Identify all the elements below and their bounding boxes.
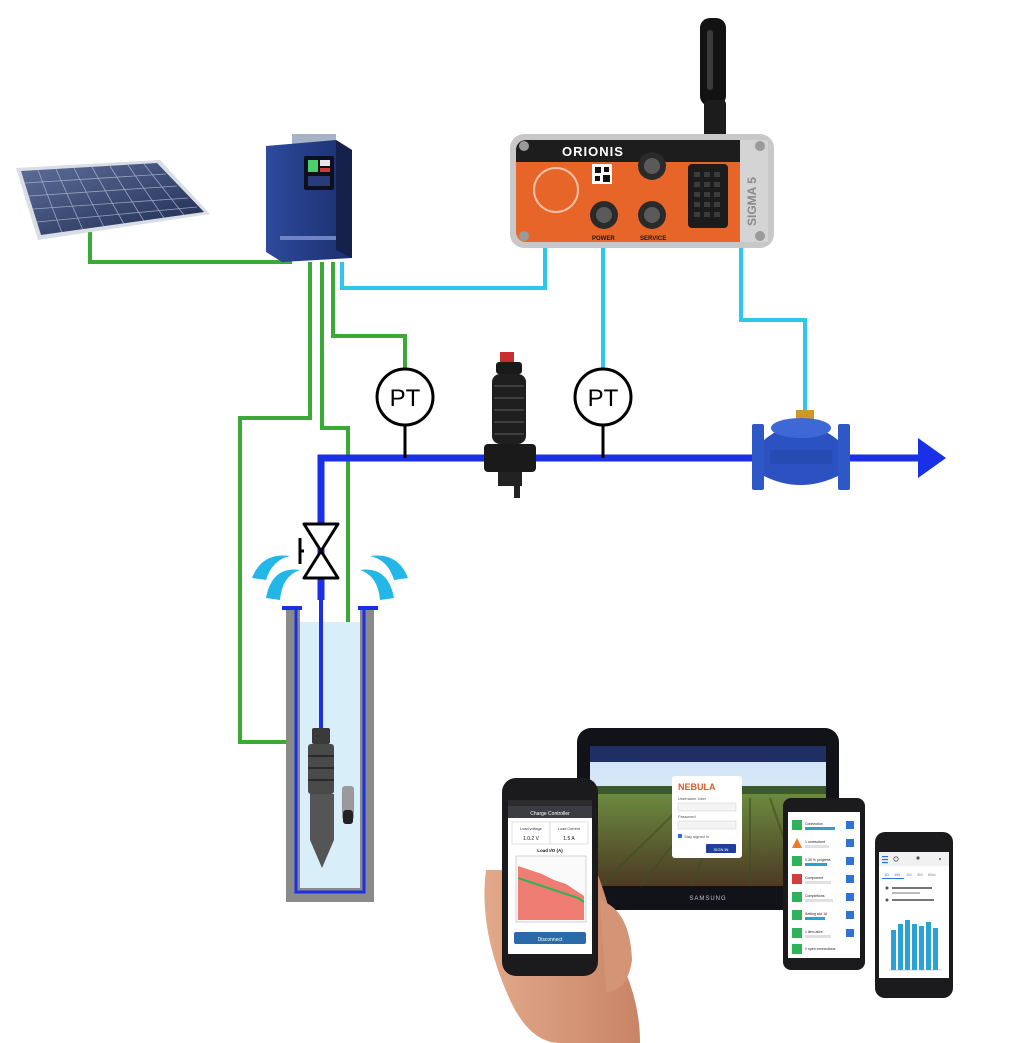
range-tabs: 1D 1W 1M 3M 6Mo — [882, 872, 937, 879]
status-list: Connection 1 unresolved 0.39 % progress … — [792, 820, 854, 954]
list-item-title: 0 open connections — [805, 947, 836, 951]
solar-power-wire — [88, 232, 292, 264]
list-item-title: 1 item alive — [805, 930, 823, 934]
login-title: NEBULA — [678, 782, 716, 792]
tab-3m[interactable]: 3M — [917, 872, 923, 877]
controller-logo — [533, 167, 579, 213]
list-item-title: Component — [805, 876, 823, 880]
list-item[interactable]: Connection — [792, 820, 854, 830]
load-voltage-value: 1.0.2 V — [523, 836, 540, 842]
list-item[interactable]: Component — [792, 874, 854, 884]
load-chart-title: Load I/O (A) — [537, 848, 563, 853]
remember-checkbox[interactable] — [678, 834, 682, 838]
controller-valve-cable — [739, 248, 807, 412]
remember-label: Stay signed in — [684, 834, 709, 839]
list-item-title: Setting slot 16 — [805, 912, 827, 916]
controller-model: SIGMA 5 — [745, 177, 759, 226]
load-chart — [515, 855, 587, 923]
tab-1m[interactable]: 1M — [906, 872, 912, 877]
list-item-title: 1 unresolved — [805, 840, 825, 844]
pressure-transmitter-2: PT — [573, 367, 633, 458]
list-item[interactable]: Completions — [792, 892, 854, 902]
controller-unit: ORIONIS SIGMA 5 POWER SERVICE — [510, 18, 774, 248]
user-icon[interactable] — [916, 856, 920, 860]
port-connector-icon — [590, 152, 666, 229]
tab-1d[interactable]: 1D — [884, 872, 889, 877]
flow-arrow-icon — [918, 438, 946, 478]
username-input[interactable] — [677, 802, 737, 812]
controller-brand: ORIONIS — [562, 144, 624, 159]
tab-6mo[interactable]: 6Mo — [928, 872, 937, 877]
menu-icon[interactable] — [882, 856, 888, 864]
list-item-title: 0.39 % progress — [805, 858, 831, 862]
signal-wires — [340, 248, 807, 412]
list-item[interactable]: 1 item alive — [792, 928, 854, 938]
list-item-title: Connection — [805, 822, 823, 826]
port-label-power: POWER — [592, 236, 615, 242]
list-item[interactable]: 0.39 % progress — [792, 856, 854, 866]
check-valve-icon — [298, 522, 340, 580]
water-well — [282, 600, 378, 902]
list-item[interactable]: Setting slot 16 — [792, 910, 854, 920]
phone-right: 1D 1W 1M 3M 6Mo — [875, 832, 953, 998]
water-splash-icon — [252, 555, 408, 600]
main-pipe — [317, 438, 946, 600]
bar-chart — [889, 920, 942, 971]
more-icon[interactable] — [939, 858, 941, 860]
disconnect-button[interactable] — [514, 932, 586, 944]
login-card: NEBULA Username User Password Stay signe… — [672, 776, 742, 858]
load-voltage-label: Load voltage — [520, 827, 542, 831]
port-label-service: SERVICE — [640, 236, 666, 242]
pt2-label: PT — [588, 385, 619, 412]
level-sensor — [342, 786, 354, 824]
phone-left-header: Charge Controller — [530, 811, 570, 817]
load-current-label: Load Current — [558, 827, 581, 831]
signin-button-label: SIGN IN — [714, 847, 729, 852]
search-icon[interactable] — [893, 856, 899, 862]
phone-middle: Connection 1 unresolved 0.39 % progress … — [783, 798, 865, 970]
solar-inverter — [266, 134, 352, 262]
tab-1w[interactable]: 1W — [894, 872, 900, 877]
solar-panel — [16, 160, 210, 240]
list-item-title: Completions — [805, 894, 825, 898]
signin-button[interactable] — [706, 844, 736, 853]
password-label: Password — [678, 814, 696, 819]
submersible-pump — [308, 728, 334, 868]
load-current-value: 1.5 A — [563, 836, 575, 842]
phone-left: Charge Controller Load voltage Load Curr… — [502, 778, 598, 976]
control-valve — [752, 410, 850, 490]
tablet-brand: SAMSUNG — [689, 896, 726, 902]
pt1-label: PT — [390, 385, 421, 412]
username-label: Username User — [678, 796, 707, 801]
list-item[interactable]: 1 unresolved — [792, 838, 854, 848]
controller-inverter-cable — [340, 248, 547, 290]
pump-power-wire — [238, 262, 312, 744]
disconnect-button-label: Disconnect — [538, 937, 563, 943]
password-input[interactable] — [677, 820, 737, 830]
pt1-signal-wire — [331, 262, 407, 370]
list-item[interactable]: 0 open connections — [792, 944, 836, 954]
level-sensor-wire — [320, 262, 350, 788]
antenna-icon — [700, 18, 726, 142]
pressure-transmitter-1: PT — [375, 367, 435, 458]
disc-filter — [484, 352, 536, 498]
